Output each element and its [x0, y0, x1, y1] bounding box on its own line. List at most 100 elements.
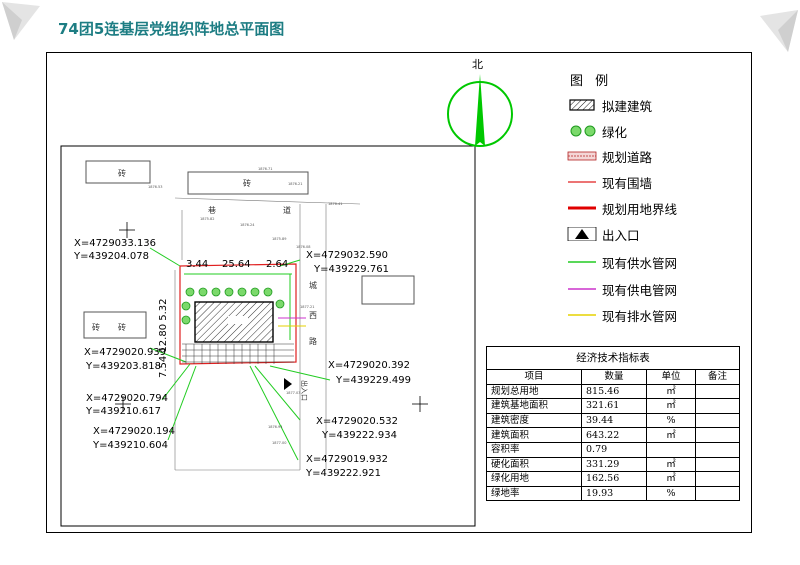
north-needle	[475, 74, 485, 146]
corner-decoration-left	[2, 2, 40, 40]
svg-text:1876.94: 1876.94	[268, 425, 283, 429]
svg-text:1877.03: 1877.03	[286, 391, 300, 395]
dimension-left: 3.44	[186, 259, 208, 270]
legend-label: 现有供水管网	[602, 255, 678, 271]
cell-value: 19.93	[581, 485, 647, 502]
north-arrow: 北	[447, 58, 513, 147]
indicator-table: 经济技术指标表 项目 数量 单位 备注 规划总用地 815.46 ㎡ 建筑基地面…	[486, 346, 740, 502]
cell-unit: ㎡	[646, 471, 696, 487]
coord-y: Y=439210.617	[85, 406, 161, 417]
cell-item: 建筑面积	[486, 427, 582, 443]
table-row: 建筑基地面积 321.61 ㎡	[486, 398, 740, 414]
cell-item: 规划总用地	[486, 383, 582, 400]
coord-x: X=4729032.590	[306, 250, 388, 261]
coord-x: X=4729020.939	[84, 347, 166, 358]
svg-text:1876.21: 1876.21	[288, 182, 302, 186]
cell-value: 331.29	[581, 456, 647, 473]
entrance-label: 出入口	[300, 380, 309, 401]
greenery-icon	[570, 125, 596, 137]
brick-label: 砖	[118, 168, 126, 178]
cell-value: 0.79	[581, 441, 647, 458]
legend-label: 出入口	[602, 227, 640, 243]
legend-item-planned-road: 规划道路	[566, 147, 652, 165]
table-row: 建筑面积 643.22 ㎡	[486, 427, 740, 443]
existing-wall	[179, 263, 297, 365]
coord-x: X=4729020.794	[86, 393, 168, 404]
legend-item-proposed-building: 拟建建筑	[566, 96, 652, 114]
svg-text:1876.08: 1876.08	[296, 245, 310, 249]
greenery	[181, 287, 285, 325]
legend-item-power: 现有供电管网	[566, 280, 677, 298]
cell-item: 绿地率	[486, 485, 582, 502]
cell-note	[695, 441, 740, 458]
legend-label: 现有围墙	[602, 175, 653, 191]
coord-x: X=4729020.532	[316, 416, 398, 427]
legend-item-drainage: 现有排水管网	[566, 306, 677, 324]
legend-item-land-boundary: 规划用地界线	[566, 199, 677, 217]
table-row: 硬化面积 331.29 ㎡	[486, 456, 740, 473]
cell-unit: ㎡	[646, 456, 696, 473]
coord-y: Y=439210.604	[92, 440, 168, 451]
street-label: 巷	[208, 206, 216, 215]
cell-unit: ㎡	[646, 427, 696, 443]
coord-y: Y=439229.761	[313, 264, 389, 275]
table-row: 建筑密度 39.44 %	[486, 412, 740, 429]
column-header: 数量	[581, 369, 647, 385]
road-label: 城	[309, 281, 317, 290]
cell-unit: ㎡	[646, 398, 696, 414]
brick-label: 砖	[92, 322, 100, 332]
dimension-middle: 25.64	[222, 259, 251, 270]
cell-note	[695, 456, 740, 473]
neighbor-building	[187, 171, 309, 195]
svg-text:1876.53: 1876.53	[148, 185, 162, 189]
cell-item: 建筑密度	[486, 412, 582, 429]
legend-label: 现有排水管网	[602, 308, 678, 324]
table-row: 规划总用地 815.46 ㎡	[486, 383, 740, 400]
cell-value: 39.44	[581, 412, 647, 429]
coord-y: Y=439203.818	[85, 361, 161, 372]
legend-item-existing-wall: 现有围墙	[566, 173, 652, 191]
coord-y: Y=439229.499	[335, 375, 411, 386]
planned-road-icon	[567, 151, 597, 161]
cell-value: 643.22	[581, 427, 647, 443]
column-header: 单位	[646, 369, 696, 385]
hatched-building-icon	[569, 99, 595, 111]
cell-note	[695, 427, 740, 443]
table-row: 绿化用地 162.56 ㎡	[486, 471, 740, 487]
cell-unit: ㎡	[646, 383, 696, 400]
entrance-marker	[284, 378, 292, 390]
legend-label: 规划用地界线	[602, 201, 678, 217]
coord-y: Y=439204.078	[73, 251, 149, 262]
cell-note	[695, 398, 740, 414]
legend-label: 规划道路	[602, 149, 653, 165]
coord-y: Y=439222.934	[321, 430, 397, 441]
svg-text:1876.24: 1876.24	[240, 223, 255, 227]
cell-note	[695, 412, 740, 429]
paving-grid	[182, 343, 294, 364]
cell-note	[695, 471, 740, 487]
legend-title: 图 例	[570, 74, 613, 89]
legend-label: 拟建建筑	[602, 98, 653, 114]
cell-unit	[646, 441, 696, 458]
corner-decoration-right	[760, 10, 798, 52]
coord-x: X=4729033.136	[74, 238, 156, 249]
legend-item-water-supply: 现有供水管网	[566, 253, 677, 271]
drainage-line-icon	[568, 314, 596, 316]
table-row: 容积率 0.79	[486, 441, 740, 458]
power-line-icon	[568, 288, 596, 290]
neighbor-building	[361, 275, 415, 305]
cell-value: 321.61	[581, 398, 647, 414]
coord-x: X=4729020.194	[93, 426, 175, 437]
svg-text:1877.00: 1877.00	[272, 441, 286, 445]
dimension-vertical: 7.54 12.80 5.32	[158, 298, 169, 378]
legend-label: 绿化	[602, 124, 628, 140]
water-supply-line-icon	[568, 261, 596, 263]
coord-x: X=4729019.932	[306, 454, 388, 465]
street-label: 道	[283, 205, 291, 215]
cell-note	[695, 383, 740, 400]
table-caption: 经济技术指标表	[486, 346, 740, 369]
coord-x: X=4729020.392	[328, 360, 410, 371]
drawing-frame	[46, 52, 752, 533]
entrance-triangle-icon	[567, 227, 597, 241]
table-header-row: 项目 数量 单位 备注	[486, 369, 740, 385]
